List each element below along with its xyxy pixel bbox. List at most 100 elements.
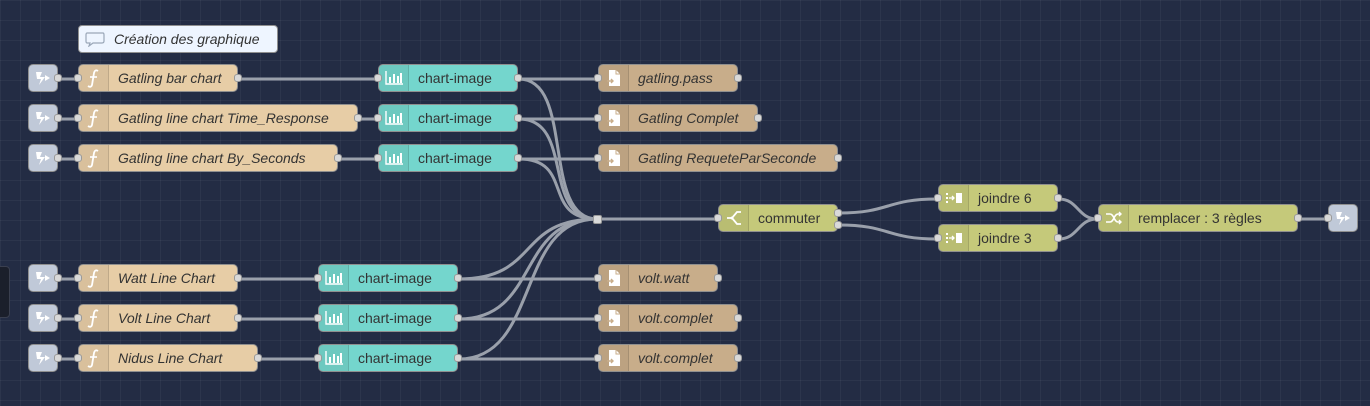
change-node[interactable]: remplacer : 3 règles bbox=[1094, 204, 1302, 232]
input-port[interactable] bbox=[374, 114, 382, 122]
shuffle-icon bbox=[1099, 205, 1129, 231]
input-port[interactable] bbox=[74, 314, 82, 322]
chart-image-node[interactable]: chart-image bbox=[314, 264, 462, 292]
output-port[interactable] bbox=[234, 314, 242, 322]
file-node[interactable]: Gatling RequeteParSeconde bbox=[594, 144, 842, 172]
output-port[interactable] bbox=[734, 354, 742, 362]
input-port[interactable] bbox=[594, 74, 602, 82]
input-port[interactable] bbox=[314, 354, 322, 362]
output-port[interactable] bbox=[454, 314, 462, 322]
output-port[interactable] bbox=[454, 274, 462, 282]
input-port[interactable] bbox=[594, 274, 602, 282]
wire bbox=[838, 197, 938, 215]
input-port[interactable] bbox=[74, 354, 82, 362]
input-port[interactable] bbox=[934, 234, 942, 242]
output-port[interactable] bbox=[334, 154, 342, 162]
output-port[interactable] bbox=[514, 74, 522, 82]
output-port[interactable] bbox=[234, 274, 242, 282]
input-port[interactable] bbox=[934, 194, 942, 202]
output-port[interactable] bbox=[754, 114, 762, 122]
input-port[interactable] bbox=[594, 114, 602, 122]
input-port[interactable] bbox=[714, 214, 722, 222]
chart-label: chart-image bbox=[418, 110, 492, 126]
function-icon bbox=[79, 145, 109, 171]
output-port[interactable] bbox=[1054, 194, 1062, 202]
function-node[interactable]: Gatling line chart Time_Response bbox=[74, 104, 362, 132]
input-port[interactable] bbox=[374, 154, 382, 162]
inject-node[interactable] bbox=[28, 344, 62, 372]
inject-node[interactable] bbox=[28, 264, 62, 292]
file-label: Gatling Complet bbox=[638, 110, 739, 126]
chart-label: chart-image bbox=[358, 350, 432, 366]
input-port[interactable] bbox=[314, 314, 322, 322]
function-label: Volt Line Chart bbox=[118, 310, 211, 326]
chart-image-node[interactable]: chart-image bbox=[374, 64, 522, 92]
input-port[interactable] bbox=[74, 114, 82, 122]
file-node[interactable]: Gatling Complet bbox=[594, 104, 762, 132]
output-port[interactable] bbox=[734, 314, 742, 322]
wire-junction[interactable] bbox=[593, 215, 602, 224]
switch-node[interactable]: commuter bbox=[714, 204, 842, 232]
link-out-node[interactable] bbox=[1324, 204, 1358, 232]
file-node[interactable]: volt.complet bbox=[594, 344, 742, 372]
output-port[interactable] bbox=[514, 154, 522, 162]
inject-node[interactable] bbox=[28, 304, 62, 332]
chart-image-node[interactable]: chart-image bbox=[314, 304, 462, 332]
file-label: volt.complet bbox=[638, 310, 713, 326]
join-node[interactable]: joindre 6 bbox=[934, 184, 1062, 212]
output-port[interactable] bbox=[834, 154, 842, 162]
function-node[interactable]: Gatling line chart By_Seconds bbox=[74, 144, 342, 172]
output-port[interactable] bbox=[1294, 214, 1302, 222]
input-port[interactable] bbox=[594, 354, 602, 362]
input-port[interactable] bbox=[374, 74, 382, 82]
inject-node[interactable] bbox=[28, 64, 62, 92]
output-port[interactable] bbox=[54, 274, 62, 282]
comment-node[interactable]: Création des graphique bbox=[78, 25, 278, 53]
join-node[interactable]: joindre 3 bbox=[934, 224, 1062, 252]
function-label: Watt Line Chart bbox=[118, 270, 216, 286]
input-port[interactable] bbox=[314, 274, 322, 282]
output-port[interactable] bbox=[1054, 234, 1062, 242]
output-port[interactable] bbox=[234, 74, 242, 82]
file-node[interactable]: volt.watt bbox=[594, 264, 722, 292]
sidebar-collapse-tab[interactable] bbox=[0, 266, 10, 318]
wire bbox=[458, 217, 598, 321]
input-port[interactable] bbox=[1324, 214, 1332, 222]
output-port[interactable] bbox=[714, 274, 722, 282]
output-port[interactable] bbox=[734, 74, 742, 82]
output-port[interactable] bbox=[514, 114, 522, 122]
function-icon bbox=[79, 265, 109, 291]
output-port[interactable] bbox=[54, 114, 62, 122]
inject-node[interactable] bbox=[28, 104, 62, 132]
chart-image-node[interactable]: chart-image bbox=[374, 144, 522, 172]
output-port-1[interactable] bbox=[834, 209, 842, 217]
output-port[interactable] bbox=[54, 154, 62, 162]
input-port[interactable] bbox=[74, 74, 82, 82]
chart-icon bbox=[319, 305, 349, 331]
function-node[interactable]: Volt Line Chart bbox=[74, 304, 242, 332]
output-port-2[interactable] bbox=[834, 221, 842, 229]
input-port[interactable] bbox=[594, 314, 602, 322]
file-label: volt.watt bbox=[638, 270, 690, 286]
chart-image-node[interactable]: chart-image bbox=[314, 344, 462, 372]
file-node[interactable]: volt.complet bbox=[594, 304, 742, 332]
chart-image-node[interactable]: chart-image bbox=[374, 104, 522, 132]
output-port[interactable] bbox=[354, 114, 362, 122]
output-port[interactable] bbox=[54, 74, 62, 82]
function-node[interactable]: Gatling bar chart bbox=[74, 64, 242, 92]
file-node[interactable]: gatling.pass bbox=[594, 64, 742, 92]
output-port[interactable] bbox=[254, 354, 262, 362]
output-port[interactable] bbox=[54, 354, 62, 362]
input-port[interactable] bbox=[594, 154, 602, 162]
output-port[interactable] bbox=[54, 314, 62, 322]
input-port[interactable] bbox=[74, 274, 82, 282]
inject-icon bbox=[29, 145, 57, 171]
wire bbox=[518, 117, 598, 221]
input-port[interactable] bbox=[74, 154, 82, 162]
inject-node[interactable] bbox=[28, 144, 62, 172]
function-node[interactable]: Nidus Line Chart bbox=[74, 344, 262, 372]
speech-bubble-icon bbox=[84, 31, 106, 47]
function-node[interactable]: Watt Line Chart bbox=[74, 264, 242, 292]
input-port[interactable] bbox=[1094, 214, 1102, 222]
output-port[interactable] bbox=[454, 354, 462, 362]
